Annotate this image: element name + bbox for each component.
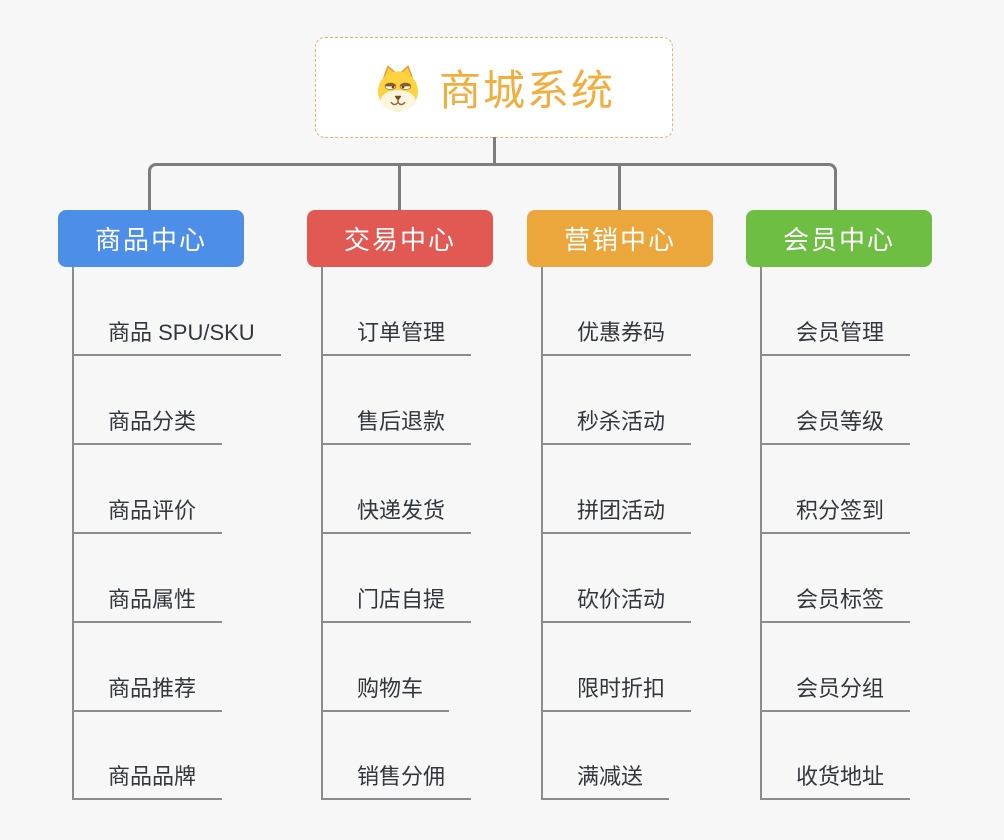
branch-connector-drop <box>618 166 621 210</box>
branch-header-marketing-center[interactable]: 营销中心 <box>527 210 713 267</box>
leaf-node[interactable]: 限时折扣 <box>541 662 692 712</box>
branch-connector-bracket <box>148 163 837 210</box>
dog-face-icon <box>377 65 418 111</box>
leaf-node[interactable]: 拼团活动 <box>541 484 692 534</box>
branch-column-goods: 商品 SPU/SKU 商品分类 商品评价 商品属性 商品推荐 商品品牌 <box>72 267 312 807</box>
leaf-node[interactable]: 商品分类 <box>72 395 223 445</box>
leaf-node[interactable]: 秒杀活动 <box>541 395 692 445</box>
leaf-node[interactable]: 销售分佣 <box>321 750 472 800</box>
branch-column-member: 会员管理 会员等级 积分签到 会员标签 会员分组 收货地址 <box>760 267 1000 807</box>
branch-column-marketing: 优惠券码 秒杀活动 拼团活动 砍价活动 限时折扣 满减送 <box>541 267 781 807</box>
leaf-node[interactable]: 售后退款 <box>321 395 472 445</box>
branch-label: 交易中心 <box>343 225 456 255</box>
branch-label: 营销中心 <box>563 225 676 255</box>
branch-label: 商品中心 <box>94 225 207 255</box>
branch-connector-drop <box>398 166 401 210</box>
leaf-node[interactable]: 积分签到 <box>760 484 911 534</box>
leaf-node[interactable]: 砍价活动 <box>541 573 692 623</box>
branch-label: 会员中心 <box>782 225 895 255</box>
leaf-node[interactable]: 满减送 <box>541 750 670 800</box>
branch-header-trade-center[interactable]: 交易中心 <box>307 210 493 267</box>
leaf-node[interactable]: 商品属性 <box>72 573 223 623</box>
leaf-node[interactable]: 优惠券码 <box>541 306 692 356</box>
leaf-node[interactable]: 商品评价 <box>72 484 223 534</box>
leaf-node[interactable]: 会员等级 <box>760 395 911 445</box>
leaf-node[interactable]: 购物车 <box>321 662 450 712</box>
leaf-node[interactable]: 会员标签 <box>760 573 911 623</box>
branch-header-goods-center[interactable]: 商品中心 <box>58 210 244 267</box>
leaf-node[interactable]: 商品品牌 <box>72 750 223 800</box>
leaf-node[interactable]: 门店自提 <box>321 573 472 623</box>
leaf-node[interactable]: 商品推荐 <box>72 662 223 712</box>
leaf-node[interactable]: 收货地址 <box>760 750 911 800</box>
leaf-node[interactable]: 商品 SPU/SKU <box>72 306 281 356</box>
branch-column-trade: 订单管理 售后退款 快递发货 门店自提 购物车 销售分佣 <box>321 267 561 807</box>
root-connector-stub <box>493 137 496 164</box>
branch-header-member-center[interactable]: 会员中心 <box>746 210 932 267</box>
leaf-node[interactable]: 快递发货 <box>321 484 472 534</box>
root-title: 商城系统 <box>438 67 615 114</box>
leaf-node[interactable]: 会员管理 <box>760 306 911 356</box>
leaf-node[interactable]: 订单管理 <box>321 306 472 356</box>
root-node[interactable]: 商城系统 <box>315 37 673 138</box>
leaf-node[interactable]: 会员分组 <box>760 662 911 712</box>
